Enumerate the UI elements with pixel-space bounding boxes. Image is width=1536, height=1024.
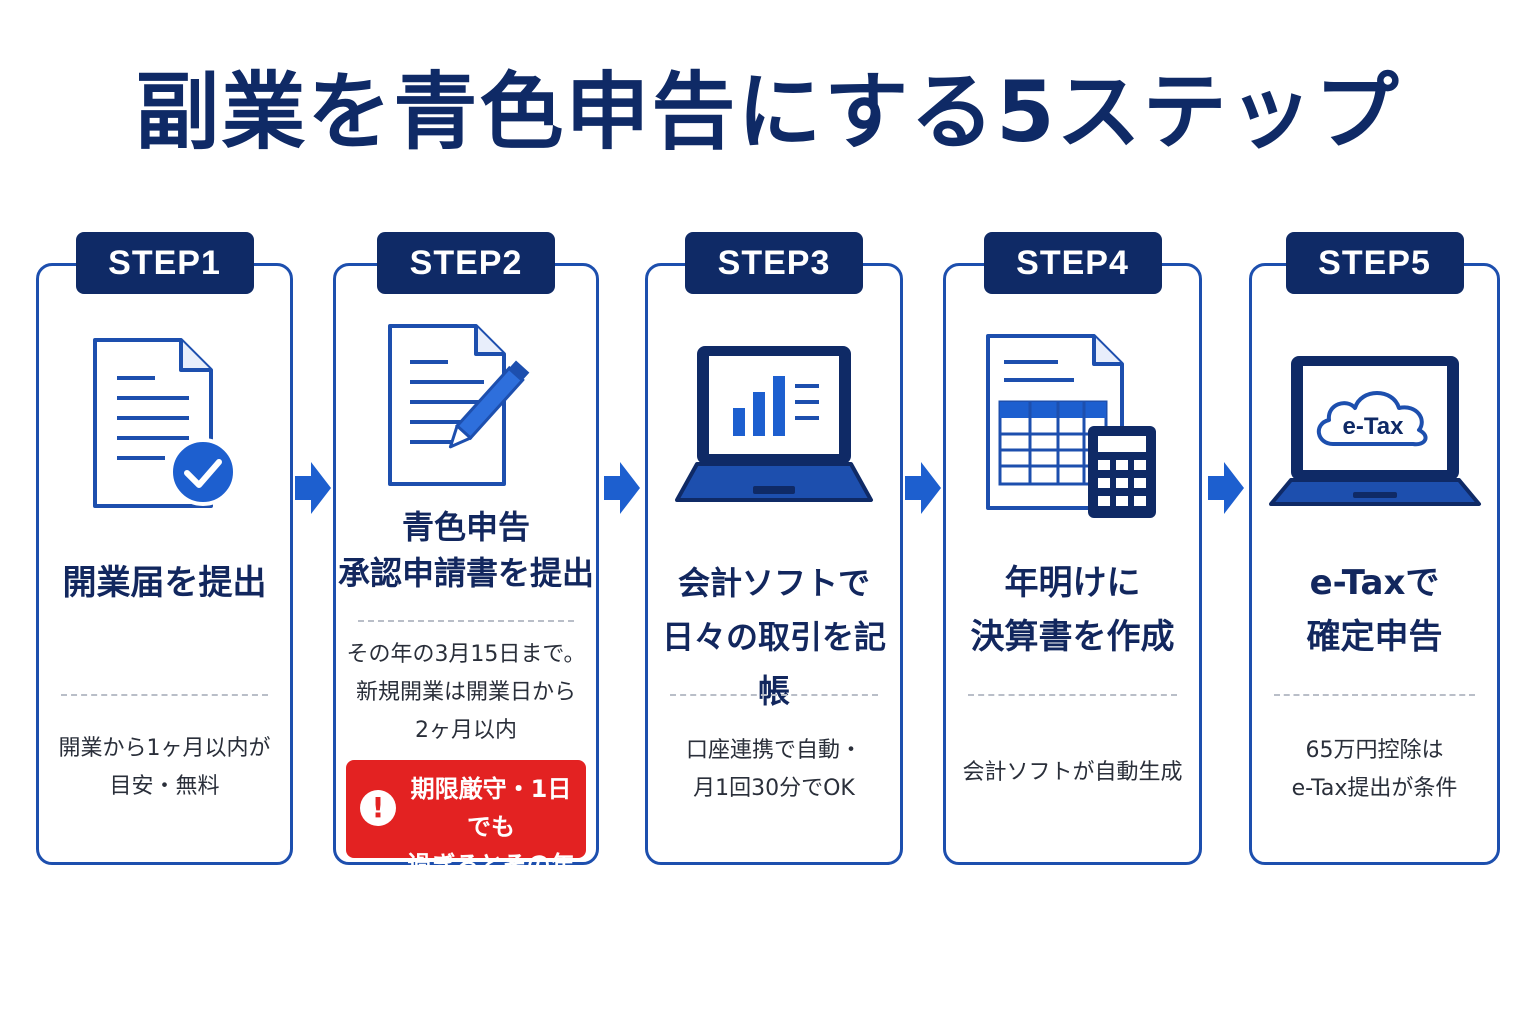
arrow-right-icon bbox=[1208, 462, 1244, 514]
divider bbox=[1274, 694, 1475, 696]
spreadsheet-calculator-icon bbox=[985, 334, 1156, 518]
step-note: その年の3月15日まで。 新規開業は開業日から 2ヶ月以内 bbox=[346, 642, 586, 743]
divider bbox=[670, 694, 878, 696]
step-heading: 青色申告 承認申請書を提出 bbox=[337, 508, 594, 592]
document-check-icon bbox=[92, 338, 237, 508]
step-card-3: STEP3 会計ソフトで 日々の取引を記帳 口座連携で自動・ 月1回30分でOK bbox=[645, 232, 903, 865]
divider bbox=[358, 620, 574, 622]
step-badge: STEP2 bbox=[377, 232, 555, 294]
step-card-5: STEP5 e-Tax e-Taxで 確定申告 65万円控除は e-Tax提出が… bbox=[1249, 232, 1500, 865]
step-badge: STEP3 bbox=[685, 232, 863, 294]
step-card-4: STEP4 年明けに 決算書を作成 会計ソフトが自動生成 bbox=[943, 232, 1202, 865]
divider bbox=[61, 694, 268, 696]
step-heading: 開業届を提出 bbox=[62, 563, 267, 603]
step-badge: STEP4 bbox=[983, 232, 1162, 294]
etax-cloud-label: e-Tax bbox=[1342, 413, 1404, 440]
page-title: 副業を青色申告にする5ステップ bbox=[135, 63, 1401, 161]
step-note: 65万円控除は e-Tax提出が条件 bbox=[1291, 738, 1458, 801]
document-pen-icon bbox=[388, 324, 530, 486]
step-badge: STEP5 bbox=[1285, 232, 1464, 294]
exclamation-icon: ! bbox=[360, 790, 396, 826]
step-note: 口座連携で自動・ 月1回30分でOK bbox=[685, 738, 862, 801]
step-heading: 会計ソフトで 日々の取引を記帳 bbox=[661, 564, 886, 710]
step-heading: 年明けに 決算書を作成 bbox=[970, 563, 1175, 657]
arrow-right-icon bbox=[604, 462, 640, 514]
step-heading: e-Taxで 確定申告 bbox=[1306, 563, 1443, 657]
step-note: 開業から1ヶ月以内が 目安・無料 bbox=[58, 736, 271, 799]
step-badge: STEP1 bbox=[75, 232, 254, 294]
divider bbox=[968, 694, 1177, 696]
laptop-etax-cloud-icon: e-Tax bbox=[1268, 356, 1481, 506]
step-card-2: STEP2 青色申告 承認申請書を提出 その年の3月15日まで。 新規開業は開業… bbox=[333, 232, 599, 917]
step-note: 会計ソフトが自動生成 bbox=[962, 760, 1183, 785]
deadline-warning: ! 期限厳守・1日でも 過ぎるとその年は白色 bbox=[346, 760, 586, 917]
laptop-chart-icon bbox=[675, 346, 873, 502]
arrow-right-icon bbox=[295, 462, 331, 514]
arrow-right-icon bbox=[905, 462, 941, 514]
step-card-1: STEP1 開業届を提出 開業から1ヶ月以内が 目安・無料 bbox=[36, 232, 293, 865]
